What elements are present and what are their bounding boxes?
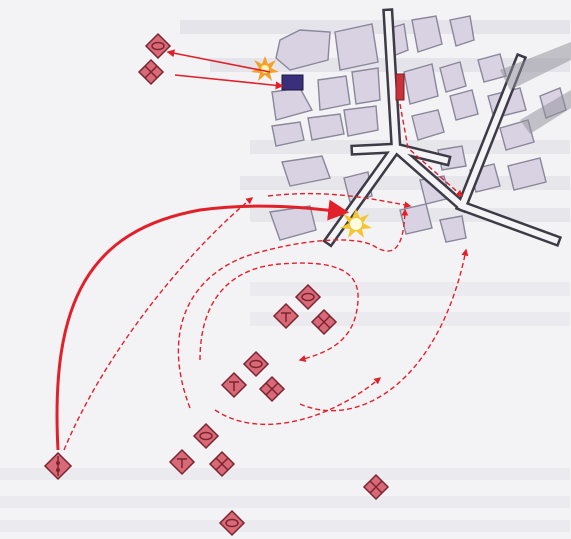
movement-arrows [55,49,469,451]
unit-group-c3 [208,450,236,478]
unit-group-c1 [192,422,220,450]
support-dashed-arrow [63,197,254,451]
blue-enemy-position [281,74,304,91]
unit-group-b1 [242,350,270,378]
unit-east [362,473,390,501]
unit-group-b2 [220,371,248,399]
unit-group-c2 [168,448,196,476]
unit-group-b3 [258,375,286,403]
town-map [269,8,571,248]
route-loop-outer [177,208,409,409]
fire-arrow-upper [166,49,271,73]
unit-group-a1 [294,283,322,311]
fire-arrow-lower [174,74,284,90]
unit-group-a2 [272,302,300,330]
roads [322,8,571,248]
unit-bottom [218,509,246,537]
route-east [299,248,469,412]
route-return [214,377,382,425]
main-attack-arrow [55,199,350,451]
red-enemy-position [395,73,405,101]
unit-command [43,451,73,481]
units [43,32,390,537]
route-red-to-junction [399,103,464,197]
route-loop-inner [199,262,359,362]
unit-top-1 [144,32,172,60]
route-center-to-north [267,192,412,209]
unit-group-a3 [310,308,338,336]
building-blocks [269,15,567,243]
unit-top-2 [137,58,165,86]
